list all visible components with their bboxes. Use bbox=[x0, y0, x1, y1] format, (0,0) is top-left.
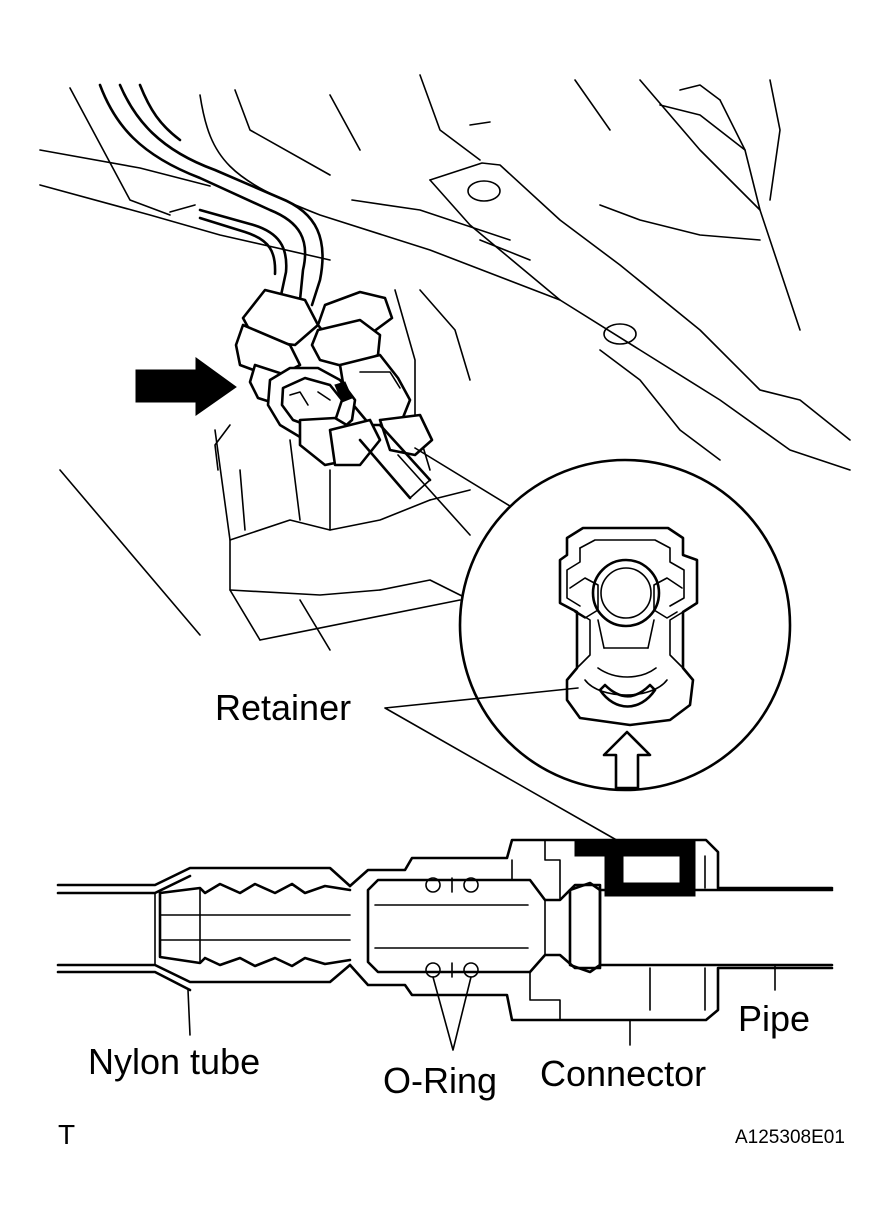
label-retainer: Retainer bbox=[215, 687, 351, 728]
second-line-connector bbox=[310, 290, 434, 457]
retainer-leader-lines bbox=[384, 687, 621, 843]
vehicle-underbody-view bbox=[39, 74, 851, 651]
body-panel-lines bbox=[39, 74, 851, 651]
label-pipe: Pipe bbox=[738, 998, 810, 1039]
fuel-lines bbox=[98, 83, 324, 307]
figure-id: A125308E01 bbox=[735, 1127, 845, 1148]
label-connector: Connector bbox=[540, 1053, 706, 1094]
label-o-ring: O-Ring bbox=[383, 1060, 497, 1101]
corner-mark: T bbox=[58, 1119, 75, 1150]
quick-connector bbox=[266, 366, 382, 467]
retainer-section bbox=[544, 839, 706, 901]
magnify-leader bbox=[397, 447, 511, 536]
hose-fitting bbox=[234, 288, 320, 407]
connector-cross-section bbox=[56, 838, 834, 1051]
pipe-upper bbox=[358, 423, 432, 500]
indicator-arrow bbox=[135, 357, 237, 416]
push-direction-arrow bbox=[602, 730, 652, 790]
o-rings bbox=[425, 877, 479, 978]
retainer-detail-view bbox=[458, 458, 792, 792]
label-nylon-tube: Nylon tube bbox=[88, 1041, 260, 1082]
